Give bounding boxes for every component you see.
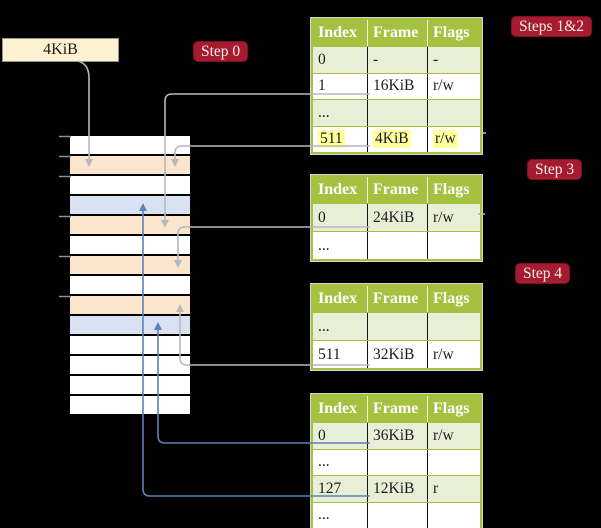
table-row: 1 16KiB r/w [313,72,480,99]
cell-frame: 36KiB [367,423,427,449]
frame-4kib-label: 4KiB [43,41,78,58]
cell-flags [427,100,480,126]
table-row: ... [313,231,480,259]
col-header-frame: Frame [367,20,427,46]
step-3-label: Step 3 [527,159,583,180]
col-header-frame: Frame [367,177,427,203]
col-header-index: Index [318,290,358,307]
cell-flags: r/w [427,73,480,99]
cell-frame: - [367,47,427,73]
cell-flags: r [427,476,480,502]
table-header-row: Index Frame Flags [313,396,480,422]
cell-index: ... [318,506,330,524]
cell-flags: r/w [427,423,480,449]
memory-row-empty [70,376,190,396]
step-4-label: Step 4 [515,263,571,284]
cell-flags [427,502,480,528]
frame-4kib-box: 4KiB [2,38,119,62]
cell-flags: r/w [427,204,480,231]
memory-row-empty [70,396,190,416]
table-row: ... [313,99,480,126]
col-header-index: Index [318,181,358,198]
memory-strip [70,136,190,416]
cell-flags: r/w [427,126,480,152]
table-row: 0 24KiB r/w [313,203,480,231]
highlight: r/w [433,130,458,149]
steps-1-2-label: Steps 1&2 [511,16,593,37]
cell-frame [367,232,427,259]
col-header-frame: Frame [367,286,427,312]
cell-flags: r/w [427,341,480,368]
col-header-flags: Flags [427,177,480,203]
table-row: 511 32KiB r/w [313,340,480,368]
table-row: 0 - - [313,46,480,73]
cell-frame: 32KiB [367,341,427,368]
cell-index: ... [318,103,330,121]
table-row: ... [313,501,480,528]
cell-frame [367,502,427,528]
cell-index: 127 [318,479,342,497]
table-row-highlighted: 511 4KiB r/w [313,125,480,153]
cell-index: 1 [318,77,326,95]
cell-index: 511 [318,345,341,363]
cell-index: 0 [318,426,326,444]
cell-index: ... [318,236,330,254]
col-header-index: Index [318,24,358,41]
cell-frame: 16KiB [367,73,427,99]
page-table-last-level: Index Frame Flags 0 36KiB r/w ... 127 12… [311,394,482,528]
memory-row-empty [70,356,190,376]
cell-frame [367,100,427,126]
cell-flags: - [427,47,480,73]
table-row: ... [313,312,480,340]
memory-row-pagetable [70,256,190,276]
cell-frame [367,313,427,340]
col-header-frame: Frame [367,396,427,422]
step-0-label: Step 0 [193,41,249,62]
page-table-step-3: Index Frame Flags 0 24KiB r/w ... [311,175,482,261]
memory-row-page [70,316,190,336]
cell-index: 0 [318,50,326,68]
cell-flags [427,313,480,340]
table-row: 0 36KiB r/w [313,422,480,449]
page-table-step-4: Index Frame Flags ... 511 32KiB r/w [311,284,482,370]
memory-row-pagetable [70,296,190,316]
cell-frame [367,449,427,475]
col-header-flags: Flags [427,20,480,46]
cell-index: ... [318,453,330,471]
memory-row-empty [70,236,190,256]
cell-frame: 24KiB [367,204,427,231]
cell-index: 0 [318,208,326,226]
table-header-row: Index Frame Flags [313,177,480,203]
table-row: 127 12KiB r [313,475,480,502]
memory-row-empty [70,176,190,196]
cell-frame: 4KiB [367,126,427,152]
col-header-flags: Flags [427,396,480,422]
page-table-steps-1-2: Index Frame Flags 0 - - 1 16KiB r/w ... … [311,18,482,154]
col-header-flags: Flags [427,286,480,312]
cell-frame: 12KiB [367,476,427,502]
memory-row-empty [70,276,190,296]
memory-row-pagetable [70,156,190,176]
highlight: 511 [318,130,345,149]
table-header-row: Index Frame Flags [313,20,480,46]
memory-row-empty [70,336,190,356]
memory-row-page [70,196,190,216]
memory-row-empty [70,136,190,156]
cell-flags [427,449,480,475]
cell-index: 511 [313,127,367,153]
cell-index: ... [318,317,330,335]
table-header-row: Index Frame Flags [313,286,480,312]
cell-flags [427,232,480,259]
col-header-index: Index [318,400,358,417]
table-row: ... [313,448,480,475]
memory-row-pagetable [70,216,190,236]
highlight: 4KiB [373,130,411,149]
